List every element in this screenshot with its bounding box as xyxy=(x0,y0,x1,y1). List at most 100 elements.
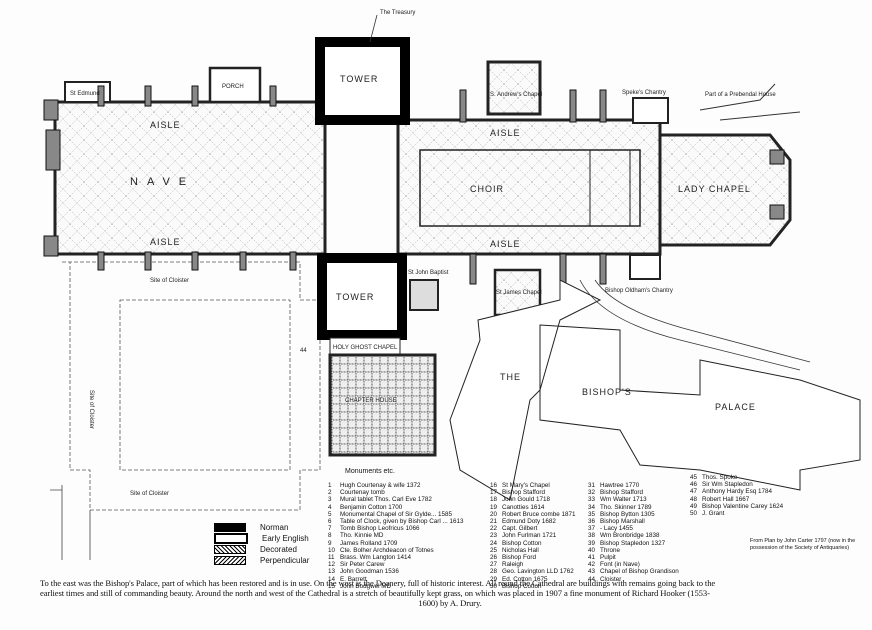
monument-entry: 4 Benjamin Cotton 1700 xyxy=(328,504,464,511)
monument-name: Brass. Wm Langton 1414 xyxy=(340,554,412,562)
monument-name: Monumental Chapel of Sir Gylde... 1585 xyxy=(340,510,453,518)
label-south-aisle: AISLE xyxy=(150,237,181,247)
monument-name: John Goodman 1536 xyxy=(340,568,399,576)
monument-name: Tho. Kinnie MD xyxy=(340,532,384,540)
monument-name: Bishop Ford xyxy=(502,554,536,562)
monument-name: - Lacy 1455 xyxy=(600,525,633,533)
monument-number: 22 xyxy=(490,525,498,533)
monument-name: Sir Wm Stapledon xyxy=(702,481,753,489)
monument-name: Bishop Marshall xyxy=(600,518,645,526)
monument-number: 38 xyxy=(588,532,596,540)
monument-entry: 18 John Gould 1718 xyxy=(490,496,576,503)
label-oldhams-chantry: Bishop Oldham's Chantry xyxy=(605,288,673,294)
monument-number: 2 xyxy=(328,489,332,497)
label-site-cloister-1: Site of Cloister xyxy=(150,278,189,284)
monument-name: Anthony Hardy Esq 1784 xyxy=(702,488,773,496)
monument-number: 19 xyxy=(490,503,498,511)
monument-name: Pulpit xyxy=(600,554,616,562)
cloister-site xyxy=(62,261,321,511)
north-tower xyxy=(315,37,410,125)
legend-item-decorated: Decorated xyxy=(214,544,309,555)
lady-chapel-floor xyxy=(658,133,792,247)
oldhams-chantry xyxy=(629,254,661,280)
monument-number: 1 xyxy=(328,482,332,489)
monument-number: 23 xyxy=(490,532,498,540)
monument-number: 20 xyxy=(490,510,498,518)
monument-number: 42 xyxy=(588,561,596,569)
monument-name: Table of Clock, given by Bishop Carl ...… xyxy=(340,518,464,526)
monument-name: Nicholas Hall xyxy=(502,546,539,554)
legend-label: Perpendicular xyxy=(260,556,310,565)
label-nave: NAVE xyxy=(130,176,195,188)
legend-label: Norman xyxy=(260,523,289,532)
monument-number: 31 xyxy=(588,482,596,489)
monument-name: Bishop Stafford xyxy=(502,489,545,497)
monument-number: 27 xyxy=(490,561,498,569)
monument-name: Benjamin Cotton 1700 xyxy=(340,503,403,511)
choir-floor xyxy=(396,118,662,256)
monument-number: 30 xyxy=(490,582,498,590)
south-tower xyxy=(317,253,407,340)
label-choir-aisle-south: AISLE xyxy=(490,239,521,249)
monument-number: 35 xyxy=(588,510,596,518)
monument-number: 37 xyxy=(588,525,596,533)
palace-wall xyxy=(579,279,811,371)
monument-name: Thos. Spoke xyxy=(702,474,738,481)
holy-ghost-chapel xyxy=(329,337,401,355)
monument-name: Tho. Skinner 1789 xyxy=(600,503,652,511)
caption: To the east was the Bishop's Palace, par… xyxy=(40,578,860,608)
monument-name: Edmund Doty 1682 xyxy=(502,518,556,526)
legend-label: Decorated xyxy=(260,545,297,554)
monument-number: 15 xyxy=(328,582,336,590)
caption-line-2: earliest times and still of commanding b… xyxy=(40,588,710,598)
monument-name: Bishop Cotton xyxy=(502,539,542,547)
monument-number: 11 xyxy=(328,554,335,562)
buttresses xyxy=(43,85,785,285)
monument-name: Capt. Gilbert xyxy=(502,525,538,533)
monument-number: 18 xyxy=(490,496,498,504)
norman-swatch xyxy=(214,523,246,532)
legend-item-perpendicular: Perpendicular xyxy=(214,555,309,566)
monument-number: 4 xyxy=(328,503,332,511)
monument-number: 43 xyxy=(588,568,596,576)
monument-number: 41 xyxy=(588,554,596,562)
early-english-swatch xyxy=(214,533,248,544)
monument-number: 39 xyxy=(588,539,596,547)
prebendal-house xyxy=(699,83,801,121)
monument-number: 24 xyxy=(490,539,498,547)
monument-name: John Gould 1718 xyxy=(502,496,550,504)
label-44: 44 xyxy=(300,348,307,354)
monument-number: 7 xyxy=(328,525,332,533)
monument-name: James Rolland 1709 xyxy=(340,539,398,547)
monument-name: Geo. Lavington LLD 1762 xyxy=(502,568,574,576)
monument-name: Bishop Bytton 1305 xyxy=(600,510,655,518)
monument-number: 49 xyxy=(690,502,698,510)
label-chapter-house: CHAPTER HOUSE xyxy=(345,398,397,404)
precinct-wall xyxy=(50,485,91,560)
monument-number: 48 xyxy=(690,495,698,503)
monument-name: Canotties 1614 xyxy=(502,503,545,511)
label-holy-ghost-chapel: HOLY GHOST CHAPEL xyxy=(333,345,398,351)
